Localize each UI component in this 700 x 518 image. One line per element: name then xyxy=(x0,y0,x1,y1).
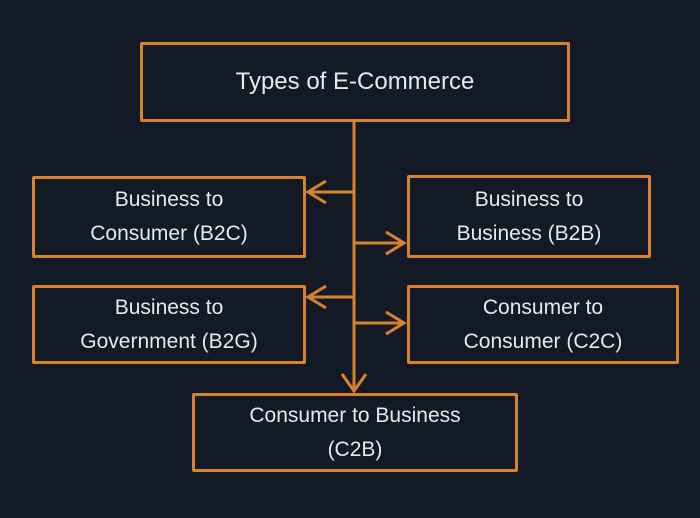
diagram-title: Types of E-Commerce xyxy=(235,68,475,95)
node-consumer-to-consumer: Consumer to Consumer (C2C) xyxy=(407,285,679,364)
node-label-b2c: Business to Consumer (B2C) xyxy=(90,188,248,245)
node-label-c2b: Consumer to Business (C2B) xyxy=(249,403,461,461)
arrowhead-down-c2b-icon xyxy=(340,373,368,394)
node-types-of-e-commerce: Types of E-Commerce xyxy=(140,42,570,122)
arrowhead-right-c2c-icon xyxy=(385,310,407,336)
node-label-b2g: Business to Government (B2G) xyxy=(80,295,258,353)
arrowhead-right-b2b-icon xyxy=(385,230,407,256)
node-business-to-government: Business to Government (B2G) xyxy=(32,285,306,364)
node-business-to-consumer: Business to Consumer (B2C) xyxy=(32,176,306,258)
arrowhead-left-b2c-icon xyxy=(305,179,327,205)
node-business-to-business: Business to Business (B2B) xyxy=(407,175,651,258)
arrowhead-left-b2g-icon xyxy=(305,284,327,310)
node-consumer-to-business: Consumer to Business (C2B) xyxy=(192,393,518,472)
node-label-b2b: Business to Business (B2B) xyxy=(456,187,602,245)
node-label-c2c: Consumer to Consumer (C2C) xyxy=(463,295,623,353)
